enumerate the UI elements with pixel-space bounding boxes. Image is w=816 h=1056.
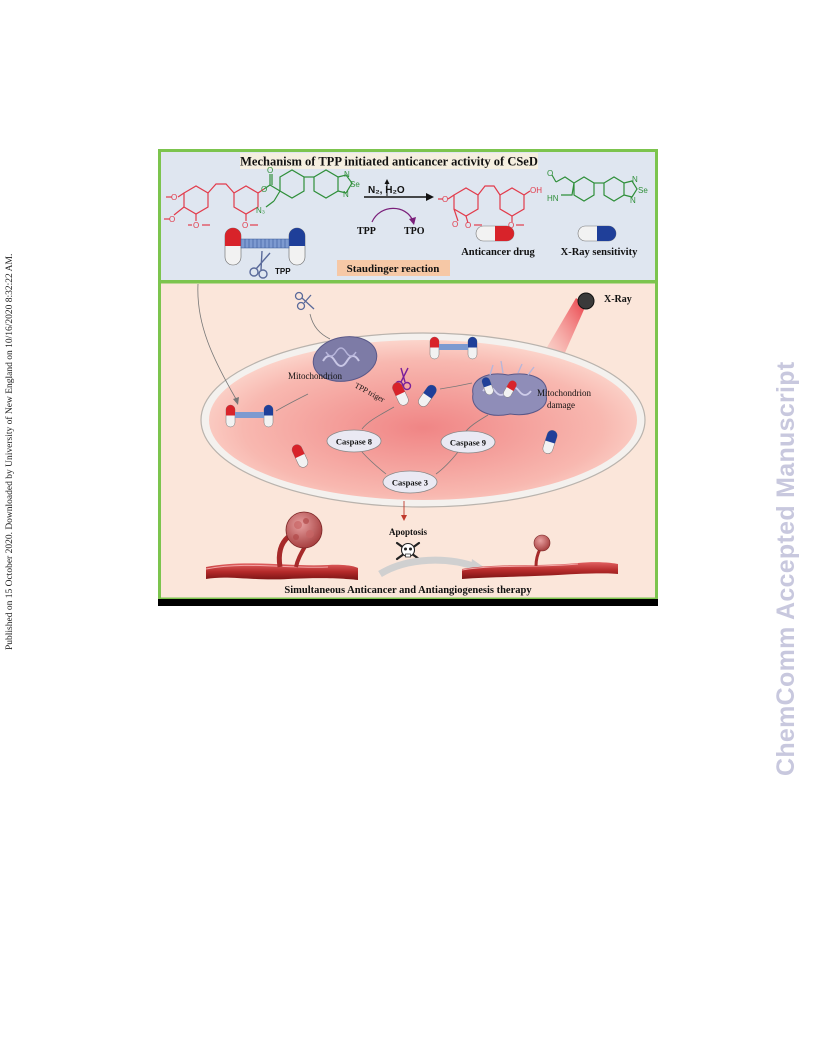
oxygen-label: O — [171, 193, 177, 202]
oxygen-label: O — [547, 169, 553, 178]
mitochondrion — [312, 336, 378, 382]
xray-sensitizer-capsule — [577, 225, 617, 242]
title-box — [240, 153, 538, 169]
oxygen-label: O — [261, 185, 267, 194]
caspase9-label: Caspase 9 — [450, 438, 486, 448]
oxygen-label: O — [442, 195, 448, 204]
drug-capsule — [291, 444, 309, 468]
prodrug-to-mito-arrow — [275, 393, 309, 412]
publication-margin-note: Published on 15 October 2020. Downloaded… — [5, 253, 15, 650]
therapy-progress-arrow — [378, 556, 478, 578]
caspase8-node — [326, 429, 382, 453]
nitrogen-label: N — [344, 170, 350, 179]
tpp-label: TPP — [357, 226, 376, 237]
sensitizer-capsule — [418, 384, 437, 407]
figure-bottom-bar — [158, 599, 658, 606]
xray-beam — [543, 298, 586, 364]
uptake-arrow — [197, 283, 237, 400]
oxygen-label: O — [267, 166, 273, 175]
drug-capsule — [392, 382, 409, 406]
caspase3-node — [382, 470, 438, 494]
mitochondrion-label: Mitochondrion — [288, 371, 342, 381]
linked-capsule-prodrug — [429, 336, 478, 360]
cseD-molecule — [164, 183, 265, 226]
nitrogen-label: N — [630, 196, 636, 205]
caspase3-label: Caspase 3 — [392, 478, 428, 488]
oxygen-label: O — [169, 215, 175, 224]
graphical-abstract-figure: Mechanism of TPP initiated anticancer ac… — [158, 149, 658, 606]
benzoselenadiazole-part — [263, 169, 353, 208]
selenium-label: Se — [638, 186, 648, 195]
oxygen-label: O — [193, 221, 199, 230]
nitrogen-label: N — [343, 190, 349, 199]
scissor-to-mito-arrow — [309, 313, 331, 340]
mito-damage-label-2: damage — [547, 400, 575, 410]
skull-crossbones-icon — [395, 541, 421, 561]
damaged-mitochondrion — [472, 360, 547, 416]
oxygen-label: O — [465, 221, 471, 230]
reagents-label: N₂, H₂O — [368, 185, 405, 196]
caspase8-label: Caspase 8 — [336, 437, 372, 447]
caspase9-node — [440, 430, 496, 454]
linked-capsule-prodrug — [225, 404, 274, 428]
tpp-to-tpo-curve — [371, 207, 414, 223]
anticancer-drug-label: Anticancer drug — [461, 247, 535, 258]
anticancer-drug-molecule — [438, 185, 531, 226]
caspase8-to-3-arrow — [361, 451, 387, 475]
blood-vessel-with-tumor — [205, 511, 358, 580]
figure-title: Mechanism of TPP initiated anticancer ac… — [240, 155, 538, 169]
to-caspase8-arrow — [361, 406, 395, 430]
tpo-label: TPO — [404, 226, 425, 237]
staudinger-label: Staudinger reaction — [347, 263, 440, 275]
anticancer-drug-capsule — [475, 225, 515, 242]
gas-release-arrowhead — [384, 179, 390, 184]
blood-vessel-reduced-tumor — [461, 534, 618, 579]
oxygen-label: O — [242, 221, 248, 230]
selenium-label: Se — [350, 180, 360, 189]
xray-source-icon — [577, 292, 595, 310]
linked-capsule-prodrug — [224, 227, 306, 266]
oxygen-label: O — [452, 220, 458, 229]
oxygen-label: O — [508, 221, 514, 230]
mito-damage-label-1: Mitochondrion — [537, 388, 591, 398]
accepted-manuscript-watermark: ChemComm Accepted Manuscript — [772, 361, 800, 777]
hydroxyl-label: OH — [530, 186, 542, 195]
xray-sensitizer-molecule — [551, 174, 638, 202]
to-damage-arrow — [439, 382, 473, 390]
mechanism-panel — [158, 149, 658, 283]
nitrogen-label: N — [632, 175, 638, 184]
azide-label: N₃ — [256, 206, 265, 215]
scissor-icon — [249, 250, 271, 279]
apoptosis-label: Apoptosis — [389, 527, 428, 537]
staudinger-box — [337, 260, 450, 276]
scissor-tpp-label: TPP — [275, 267, 291, 276]
xray-sensitivity-label: X-Ray sensitivity — [561, 247, 638, 258]
scissor-icon — [294, 291, 315, 311]
reaction-arrowhead — [426, 193, 434, 201]
sensitizer-capsule — [542, 430, 558, 454]
caspase9-to-3-arrow — [435, 451, 459, 475]
amine-label: HN — [547, 194, 559, 203]
therapy-caption: Simultaneous Anticancer and Antiangiogen… — [284, 585, 532, 596]
xray-label: X-Ray — [604, 294, 632, 305]
